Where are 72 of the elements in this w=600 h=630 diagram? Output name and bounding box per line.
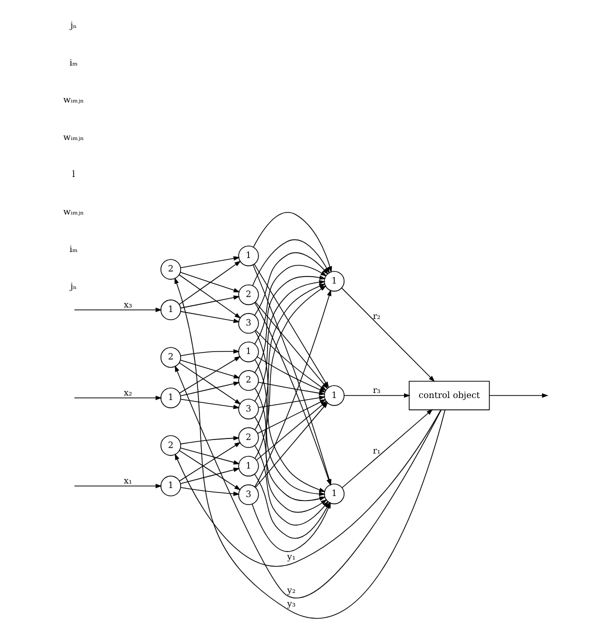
arrow: [180, 256, 240, 268]
arrow: [180, 311, 240, 324]
label: wᵢₘⱼₙ: [63, 96, 84, 106]
node-circle: 2: [160, 435, 182, 456]
node-circle: 1: [238, 456, 259, 476]
node-circle: 3: [238, 398, 259, 420]
label: iₘ: [70, 244, 78, 255]
node-circle: 1: [238, 246, 259, 266]
arrow: [74, 308, 162, 312]
arrow: [180, 468, 240, 484]
arrow: [258, 396, 326, 408]
node-box: control object: [408, 380, 490, 410]
arrow: [255, 330, 327, 391]
arrow: [253, 212, 332, 273]
node-circle: 1: [324, 484, 345, 504]
node-circle: 2: [238, 370, 259, 391]
edge-label: r₁: [372, 446, 381, 456]
node-circle: 1: [160, 388, 182, 408]
arrow: [180, 295, 240, 308]
edge-label: x₂: [124, 388, 132, 398]
node-circle: 1: [324, 270, 345, 292]
node-circle: 2: [238, 427, 259, 448]
edge-label: x₃: [124, 300, 132, 310]
arrow: [180, 349, 240, 356]
edge-label: r₂: [372, 312, 381, 322]
arrow: [180, 436, 240, 444]
arrow: [179, 356, 241, 394]
node-circle: 1: [324, 385, 345, 406]
arrow: [180, 272, 240, 292]
arrow: [174, 365, 442, 598]
arrow: [254, 264, 327, 344]
arrow: [180, 382, 240, 396]
arrow: [179, 362, 242, 404]
arrow: [180, 398, 240, 410]
arrow: [178, 260, 241, 305]
arrow: [174, 277, 446, 618]
node-circle: 2: [238, 284, 259, 306]
arrow: [180, 448, 240, 464]
node-circle: 3: [238, 484, 259, 506]
arrow: [344, 393, 410, 398]
edge-label: y₃: [287, 599, 296, 610]
label: l: [72, 170, 75, 180]
arrow: [179, 442, 241, 482]
label: jₙ: [70, 282, 77, 292]
arrow: [178, 274, 241, 319]
node-circle: 1: [160, 300, 182, 320]
arrow: [254, 416, 328, 513]
edge-label: y₁: [287, 552, 296, 563]
node-circle: 3: [238, 313, 259, 334]
edge-label: x₁: [124, 476, 132, 486]
arrow: [180, 360, 240, 378]
arrow: [174, 409, 442, 566]
arrow: [254, 275, 326, 373]
edge-label: r₃: [372, 386, 381, 396]
arrow: [74, 484, 162, 488]
node-circle: 2: [160, 259, 182, 280]
label: wᵢₘⱼₙ: [63, 207, 84, 218]
node-circle: 1: [160, 476, 182, 496]
edge-label: y₂: [287, 586, 296, 596]
arrow: [74, 396, 162, 400]
arrow: [180, 487, 240, 496]
label: jₙ: [70, 21, 77, 32]
arrow: [341, 288, 435, 382]
node-circle: 2: [160, 347, 182, 368]
node-circle: 1: [238, 342, 259, 362]
arrow: [489, 393, 548, 398]
label: iₘ: [70, 58, 78, 68]
arrow: [252, 239, 330, 286]
label: wᵢₘⱼₙ: [63, 132, 84, 143]
arrow: [179, 450, 241, 490]
arrow: [342, 409, 433, 488]
arrow: [254, 252, 328, 316]
